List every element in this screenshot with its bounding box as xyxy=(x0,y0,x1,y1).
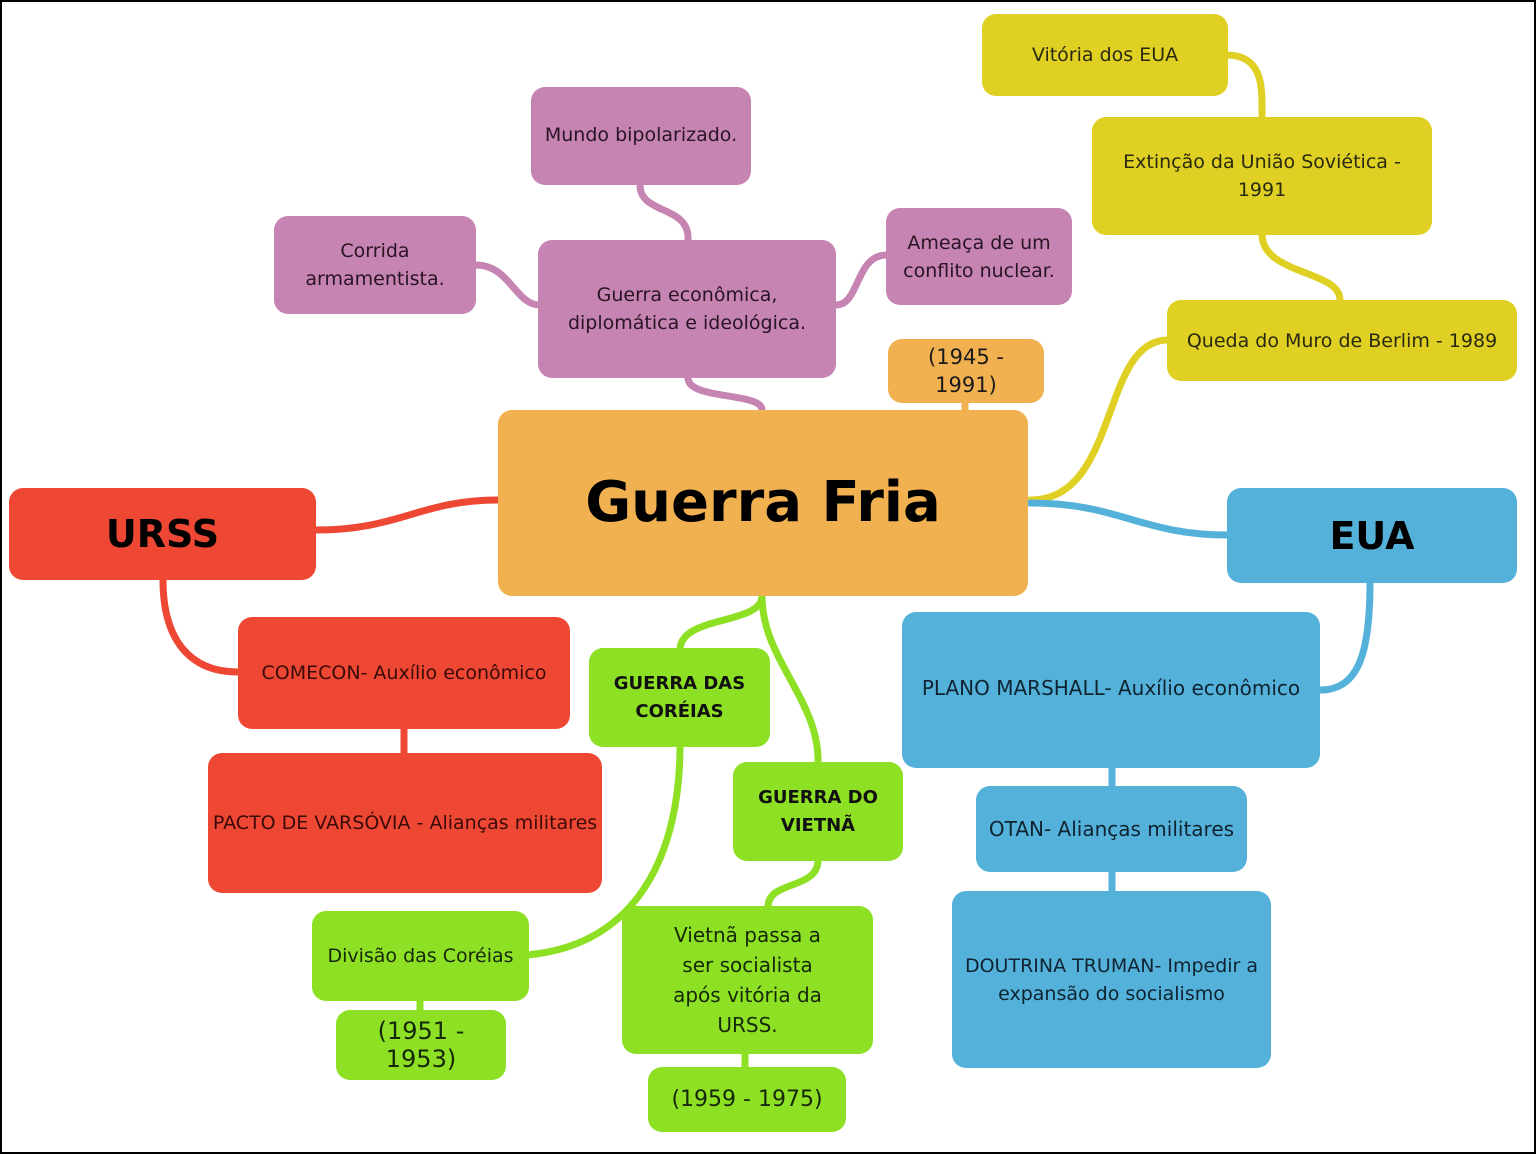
ussr-extinction-node[interactable]: Extinção da União Soviética - 1991 xyxy=(1092,117,1432,235)
truman-doctrine-label: DOUTRINA TRUMAN- Impedir a expansão do s… xyxy=(964,954,1259,1005)
berlin-wall-node[interactable]: Queda do Muro de Berlim - 1989 xyxy=(1167,300,1517,381)
connector-line xyxy=(1316,578,1374,694)
korean-war-node[interactable]: GUERRA DAS CORÉIAS xyxy=(589,648,770,747)
korean-war-label: GUERRA DAS CORÉIAS xyxy=(613,672,746,722)
connector-line xyxy=(312,496,502,534)
urss-label: URSS xyxy=(105,512,220,556)
characteristics-main-label: Guerra econômica, diplomática e ideológi… xyxy=(567,284,807,334)
korea-division-node[interactable]: Divisão das Coréias xyxy=(312,911,529,1001)
connector-line xyxy=(1222,51,1266,122)
connector-line xyxy=(159,576,242,676)
vietnam-war-node[interactable]: GUERRA DO VIETNÃ xyxy=(733,762,903,861)
truman-doctrine-node[interactable]: DOUTRINA TRUMAN- Impedir a expansão do s… xyxy=(952,891,1271,1068)
comecon-label: COMECON- Auxílio econômico xyxy=(261,662,547,684)
nato-node[interactable]: OTAN- Alianças militares xyxy=(976,786,1247,872)
connector-line xyxy=(758,592,822,768)
marshall-plan-label: PLANO MARSHALL- Auxílio econômico xyxy=(921,676,1301,700)
vietnam-outcome-node[interactable]: Vietnã passa a ser socialista após vitór… xyxy=(622,906,873,1054)
arms-race-label: Corrida armamentista. xyxy=(305,240,445,290)
connector-line xyxy=(684,374,766,414)
berlin-wall-label: Queda do Muro de Berlim - 1989 xyxy=(1186,329,1498,352)
us-victory-node[interactable]: Vitória dos EUA xyxy=(982,14,1228,96)
central-topic[interactable]: Guerra Fria xyxy=(498,410,1028,596)
vietnam-war-dates-label: (1959 - 1975) xyxy=(671,1086,823,1112)
comecon-node[interactable]: COMECON- Auxílio econômico xyxy=(238,617,570,729)
connector-line xyxy=(676,592,766,654)
nato-label: OTAN- Alianças militares xyxy=(988,817,1235,841)
marshall-plan-node[interactable]: PLANO MARSHALL- Auxílio econômico xyxy=(902,612,1320,768)
ussr-extinction-label: Extinção da União Soviética - 1991 xyxy=(1123,151,1401,201)
nuclear-threat-label: Ameaça de um conflito nuclear. xyxy=(903,231,1055,282)
characteristics-main-node[interactable]: Guerra econômica, diplomática e ideológi… xyxy=(538,240,836,378)
arms-race-node[interactable]: Corrida armamentista. xyxy=(274,216,476,314)
urss-node[interactable]: URSS xyxy=(9,488,316,580)
us-victory-label: Vitória dos EUA xyxy=(1031,44,1179,66)
nuclear-threat-node[interactable]: Ameaça de um conflito nuclear. xyxy=(886,208,1072,305)
connector-line xyxy=(1258,230,1344,304)
korea-division-label: Divisão das Coréias xyxy=(327,945,514,967)
connector-line xyxy=(1026,499,1232,539)
period-node[interactable]: (1945 - 1991) xyxy=(888,339,1044,403)
connector-line xyxy=(1026,336,1172,504)
connector-line xyxy=(832,251,891,309)
warsaw-pact-label: PACTO DE VARSÓVIA - Alianças militares xyxy=(212,812,598,834)
connector-line xyxy=(764,856,822,911)
vietnam-war-dates-node[interactable]: (1959 - 1975) xyxy=(648,1067,846,1132)
eua-node[interactable]: EUA xyxy=(1227,488,1517,583)
connector-line xyxy=(636,181,692,244)
period-label: (1945 - 1991) xyxy=(928,345,1004,397)
eua-label: EUA xyxy=(1329,513,1415,558)
warsaw-pact-node[interactable]: PACTO DE VARSÓVIA - Alianças militares xyxy=(208,753,602,893)
bipolar-world-label: Mundo bipolarizado. xyxy=(544,124,738,146)
vietnam-outcome-label: Vietnã passa a ser socialista após vitór… xyxy=(673,923,822,1037)
connector-line xyxy=(472,261,544,309)
connector-line xyxy=(523,742,684,959)
korean-war-dates-label: (1951 - 1953) xyxy=(377,1017,465,1073)
vietnam-war-label: GUERRA DO VIETNÃ xyxy=(758,786,878,836)
bipolar-world-node[interactable]: Mundo bipolarizado. xyxy=(531,87,751,185)
korean-war-dates-node[interactable]: (1951 - 1953) xyxy=(336,1010,506,1080)
central-topic-label: Guerra Fria xyxy=(585,470,941,535)
